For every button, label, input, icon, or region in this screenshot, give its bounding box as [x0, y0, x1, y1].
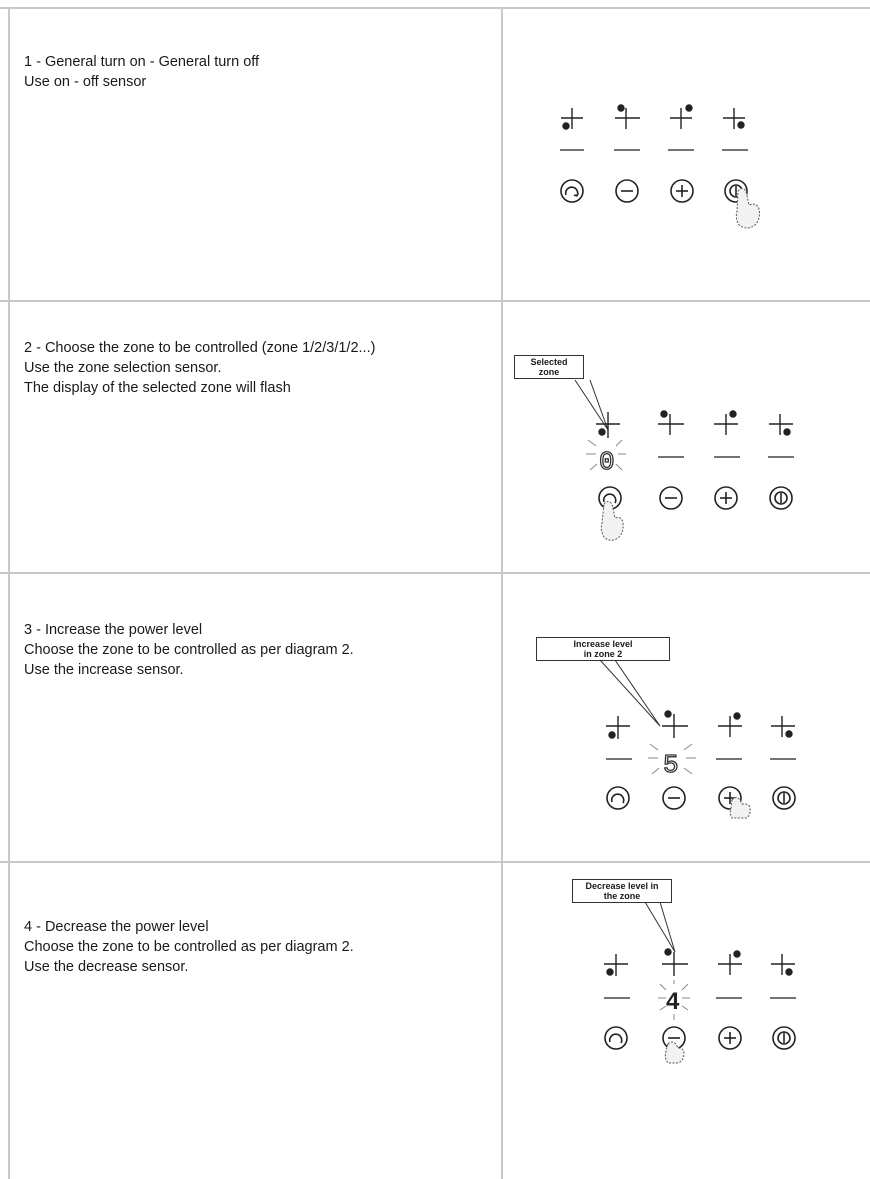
- step-4-callout-line-1: Decrease level in: [585, 881, 659, 891]
- row-divider-2: [0, 572, 870, 574]
- step-2-control-panel: 0: [560, 379, 830, 550]
- zone-top-right-icon: [718, 712, 742, 737]
- plus-sensor-icon: [670, 179, 694, 203]
- step-1-control-panel: [560, 95, 820, 235]
- finger-press-icon: [729, 797, 751, 819]
- step-2-text: 2 - Choose the zone to be controlled (zo…: [24, 338, 484, 398]
- zone-display-digit: 5: [663, 750, 679, 780]
- step-3-title: 3 - Increase the power level: [24, 622, 203, 638]
- zone-bottom-left-icon: [604, 954, 628, 976]
- plus-sensor-icon: [718, 786, 742, 810]
- step-2-title: 2 - Choose the zone to be controlled (zo…: [24, 340, 376, 356]
- step-4-instruction-1: Choose the zone to be controlled as per …: [24, 939, 354, 955]
- table-left-border: [8, 7, 10, 1179]
- row-divider-1: [0, 300, 870, 302]
- zone-top-left-icon: [615, 104, 640, 129]
- zone-select-sensor-icon: [606, 786, 630, 810]
- zone-select-sensor-icon: [604, 1026, 628, 1050]
- zone-bottom-right-icon: [723, 108, 745, 129]
- plus-sensor-icon: [718, 1026, 742, 1050]
- step-4-text: 4 - Decrease the power level Choose the …: [24, 917, 484, 977]
- finger-press-icon: [600, 501, 624, 541]
- zone-top-left-icon: [662, 948, 688, 976]
- flash-rays: [648, 743, 696, 775]
- step-1-title: 1 - General turn on - General turn off: [24, 54, 260, 70]
- finger-press-icon: [664, 1041, 685, 1064]
- column-divider: [501, 7, 503, 1179]
- zone-bottom-left-icon: [606, 716, 630, 739]
- row-divider-3: [0, 861, 870, 863]
- zone-bottom-left-icon: [596, 412, 620, 438]
- step-2-instruction-2: The display of the selected zone will fl…: [24, 380, 291, 396]
- zone-display-digit: 0: [599, 447, 615, 477]
- step-4-callout-line-2: the zone: [603, 891, 641, 901]
- step-2-callout: Selected zone: [514, 355, 584, 379]
- zone-top-right-icon: [714, 410, 738, 435]
- minus-sensor-icon: [659, 486, 683, 510]
- flash-rays: [586, 439, 626, 471]
- zone-select-sensor-icon: [560, 179, 584, 203]
- zone-top-right-icon: [718, 950, 742, 975]
- step-3-text: 3 - Increase the power level Choose the …: [24, 620, 484, 680]
- step-4-instruction-2: Use the decrease sensor.: [24, 959, 189, 975]
- minus-sensor-icon: [615, 179, 639, 203]
- zone-bottom-right-icon: [771, 716, 795, 738]
- callout-pointer: [599, 659, 661, 727]
- step-4-callout: Decrease level in the zone: [572, 879, 672, 903]
- zone-top-right-icon: [670, 104, 693, 129]
- zone-top-left-icon: [658, 410, 684, 435]
- step-1-instruction: Use on - off sensor: [24, 74, 147, 90]
- flash-rays: [658, 980, 690, 1020]
- step-4-control-panel: 4: [560, 901, 830, 1082]
- step-1-text: 1 - General turn on - General turn off U…: [24, 52, 484, 92]
- zone-display-digit: 4: [666, 988, 680, 1015]
- step-3-callout-line-2: in zone 2: [583, 649, 623, 659]
- power-sensor-icon: [772, 786, 796, 810]
- zone-bottom-right-icon: [769, 414, 793, 436]
- step-3-callout-line-1: Increase level: [573, 639, 633, 649]
- zone-top-left-icon: [662, 710, 688, 738]
- power-sensor-icon: [772, 1026, 796, 1050]
- step-4-title: 4 - Decrease the power level: [24, 919, 209, 935]
- table-top-border: [0, 7, 870, 9]
- step-3-instruction-1: Choose the zone to be controlled as per …: [24, 642, 354, 658]
- callout-pointer: [644, 901, 676, 953]
- step-2-callout-line-1: Selected: [530, 357, 568, 367]
- zone-bottom-left-icon: [561, 108, 583, 130]
- step-2-callout-line-2: zone: [538, 367, 560, 377]
- power-sensor-icon: [769, 486, 793, 510]
- minus-sensor-icon: [662, 786, 686, 810]
- step-2-instruction-1: Use the zone selection sensor.: [24, 360, 222, 376]
- callout-pointer: [574, 379, 609, 431]
- step-3-instruction-2: Use the increase sensor.: [24, 662, 184, 678]
- zone-bottom-right-icon: [771, 954, 795, 976]
- finger-press-icon: [735, 188, 760, 229]
- step-3-callout: Increase level in zone 2: [536, 637, 670, 661]
- plus-sensor-icon: [714, 486, 738, 510]
- step-3-control-panel: 5: [560, 659, 830, 819]
